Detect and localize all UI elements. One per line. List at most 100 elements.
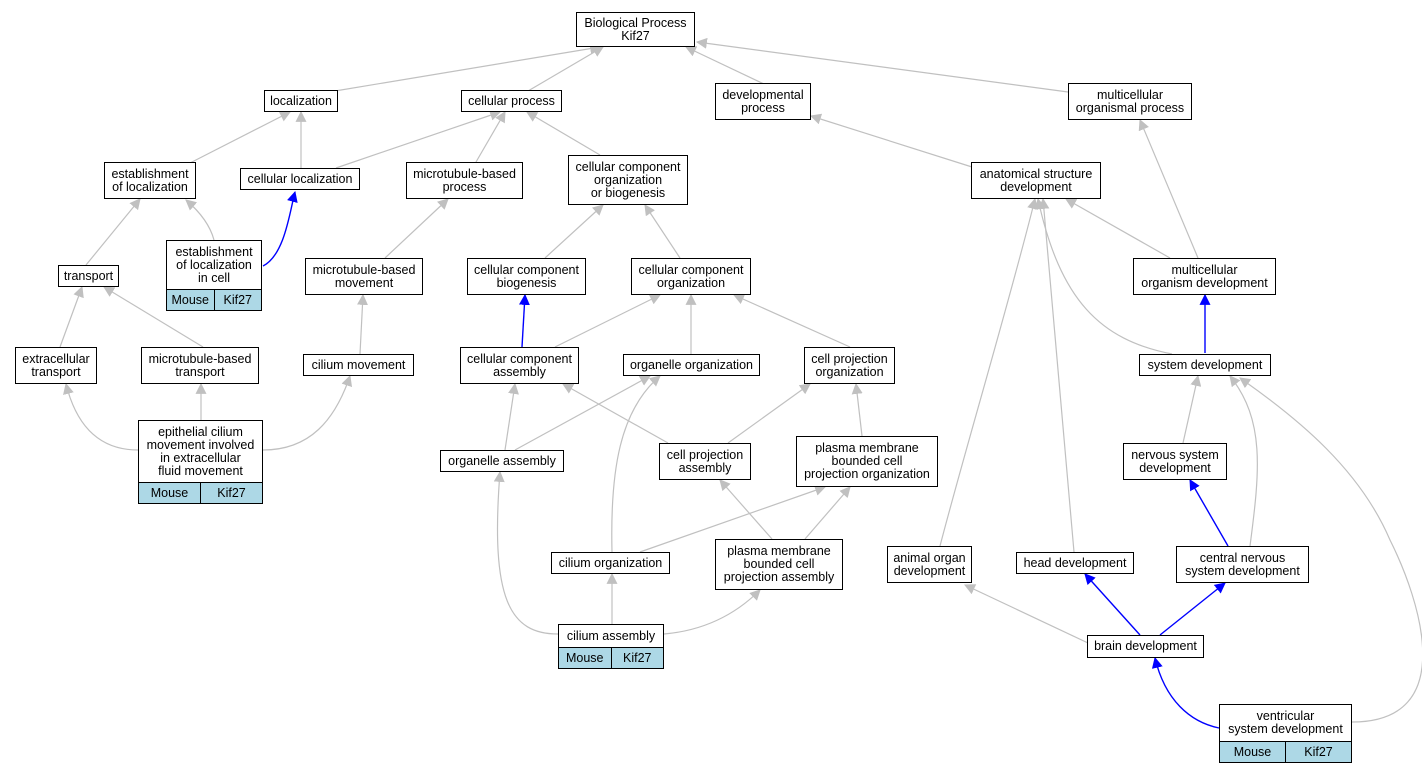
node-biological-process[interactable]: Biological Process Kif27 [576, 12, 695, 47]
edge-is-a-12 [185, 199, 215, 241]
node-ventricular-system-development[interactable]: ventricular system development Mouse Kif… [1219, 704, 1352, 763]
edge-is-a-43 [939, 197, 1038, 547]
node-establishment-of-localization[interactable]: establishment of localization [104, 162, 196, 199]
node-transport[interactable]: transport [58, 265, 119, 287]
edge-is-a-21 [103, 286, 204, 348]
edge-is-a-44 [1038, 197, 1075, 553]
edge-is-a-14 [85, 198, 141, 266]
node-localization[interactable]: localization [264, 90, 338, 112]
edge-is-a-7 [475, 111, 506, 163]
node-cellular-component-assembly[interactable]: cellular component assembly [460, 347, 579, 384]
edge-is-a-36 [1182, 374, 1202, 444]
edge-is-a-3 [695, 37, 1069, 93]
edge-is-a-35 [851, 382, 863, 437]
node-label: establishment of localization in cell [175, 244, 253, 285]
node-cilium-organization[interactable]: cilium organization [551, 552, 670, 574]
edge-is-a-40 [804, 486, 851, 540]
annotation-row: Mouse Kif27 [139, 482, 262, 503]
node-cellular-localization[interactable]: cellular localization [240, 168, 360, 190]
node-epithelial-cilium-movement[interactable]: epithelial cilium movement involved in e… [138, 420, 263, 504]
node-multicellular-organismal-process[interactable]: multicellular organismal process [1068, 83, 1192, 120]
annotation-species: Mouse [139, 483, 201, 503]
node-brain-development[interactable]: brain development [1087, 635, 1204, 658]
annotation-row: Mouse Kif27 [167, 289, 261, 310]
node-organelle-assembly[interactable]: organelle assembly [440, 450, 564, 472]
node-anatomical-structure-development[interactable]: anatomical structure development [971, 162, 1101, 199]
edge-is-a-37 [611, 375, 661, 553]
node-plasma-membrane-bounded-cell-projection-organization[interactable]: plasma membrane bounded cell projection … [796, 436, 938, 487]
edge-part-of-50 [1159, 582, 1226, 636]
node-cell-projection-organization[interactable]: cell projection organization [804, 347, 895, 384]
annotation-gene: Kif27 [214, 290, 261, 310]
edge-is-a-26 [732, 294, 851, 348]
edge-is-a-48 [964, 584, 1089, 644]
annotation-gene: Kif27 [611, 648, 663, 668]
edge-is-a-32 [514, 375, 651, 451]
node-organelle-organization[interactable]: organelle organization [623, 354, 760, 376]
node-central-nervous-system-development[interactable]: central nervous system development [1176, 546, 1309, 583]
edge-is-a-52 [1239, 377, 1422, 723]
edge-is-a-22 [357, 293, 368, 355]
node-microtubule-based-transport[interactable]: microtubule-based transport [141, 347, 259, 384]
edge-is-a-17 [644, 204, 681, 259]
node-label: epithelial cilium movement involved in e… [146, 424, 255, 478]
node-cilium-assembly[interactable]: cilium assembly Mouse Kif27 [558, 624, 664, 669]
edge-part-of-49 [1084, 573, 1141, 636]
edge-part-of-51 [1151, 656, 1220, 729]
node-cilium-movement[interactable]: cilium movement [303, 354, 414, 376]
edge-part-of-13 [262, 190, 298, 267]
node-cell-projection-assembly[interactable]: cell projection assembly [659, 443, 751, 480]
node-developmental-process[interactable]: developmental process [715, 83, 811, 120]
edge-is-a-11 [1138, 118, 1199, 259]
node-label: cilium assembly [566, 628, 656, 643]
edge-is-a-18 [1065, 198, 1171, 259]
annotation-row: Mouse Kif27 [1220, 741, 1351, 762]
edge-is-a-24 [554, 294, 661, 348]
node-microtubule-based-movement[interactable]: microtubule-based movement [305, 258, 423, 295]
edge-is-a-46 [493, 470, 559, 635]
edge-is-a-4 [189, 111, 291, 164]
edge-is-a-38 [639, 485, 827, 553]
edge-is-a-33 [562, 383, 669, 444]
node-extracellular-transport[interactable]: extracellular transport [15, 347, 97, 384]
node-microtubule-based-process[interactable]: microtubule-based process [406, 162, 523, 199]
edge-is-a-16 [544, 204, 604, 259]
edge-is-a-31 [504, 382, 519, 451]
annotation-gene: Kif27 [201, 483, 262, 503]
annotation-species: Mouse [167, 290, 215, 310]
edge-is-a-9 [809, 113, 973, 168]
node-nervous-system-development[interactable]: nervous system development [1123, 443, 1227, 480]
node-head-development[interactable]: head development [1016, 552, 1134, 574]
edge-is-a-6 [335, 109, 502, 169]
edge-is-a-39 [719, 479, 773, 540]
annotation-species: Mouse [1220, 742, 1286, 762]
edge-part-of-23 [518, 293, 530, 348]
edge-is-a-47 [663, 589, 761, 635]
edge-is-a-1 [527, 46, 604, 92]
edge-is-a-20 [59, 285, 84, 348]
edge-is-a-15 [384, 198, 449, 259]
node-multicellular-organism-development[interactable]: multicellular organism development [1133, 258, 1276, 295]
edge-part-of-41 [1189, 479, 1229, 547]
node-cellular-component-organization[interactable]: cellular component organization [631, 258, 751, 295]
annotation-gene: Kif27 [1286, 742, 1351, 762]
node-plasma-membrane-bounded-cell-projection-assembly[interactable]: plasma membrane bounded cell projection … [715, 539, 843, 590]
edge-is-a-42 [1229, 375, 1258, 547]
node-animal-organ-development[interactable]: animal organ development [887, 546, 972, 583]
node-system-development[interactable]: system development [1139, 354, 1271, 376]
edge-is-a-0 [334, 43, 602, 92]
edge-is-a-30 [262, 374, 353, 451]
edge-is-a-27 [1034, 197, 1173, 355]
edge-is-a-34 [727, 383, 811, 444]
node-establishment-of-localization-in-cell[interactable]: establishment of localization in cell Mo… [166, 240, 262, 311]
node-cellular-component-organization-or-biogenesis[interactable]: cellular component organization or bioge… [568, 155, 688, 205]
annotation-row: Mouse Kif27 [559, 647, 663, 668]
edge-is-a-2 [685, 46, 765, 85]
node-cellular-process[interactable]: cellular process [461, 90, 562, 112]
annotation-species: Mouse [559, 648, 612, 668]
node-cellular-component-biogenesis[interactable]: cellular component biogenesis [467, 258, 586, 295]
edge-is-a-29 [63, 382, 139, 451]
edge-is-a-8 [526, 111, 601, 156]
node-label: ventricular system development [1228, 709, 1343, 736]
